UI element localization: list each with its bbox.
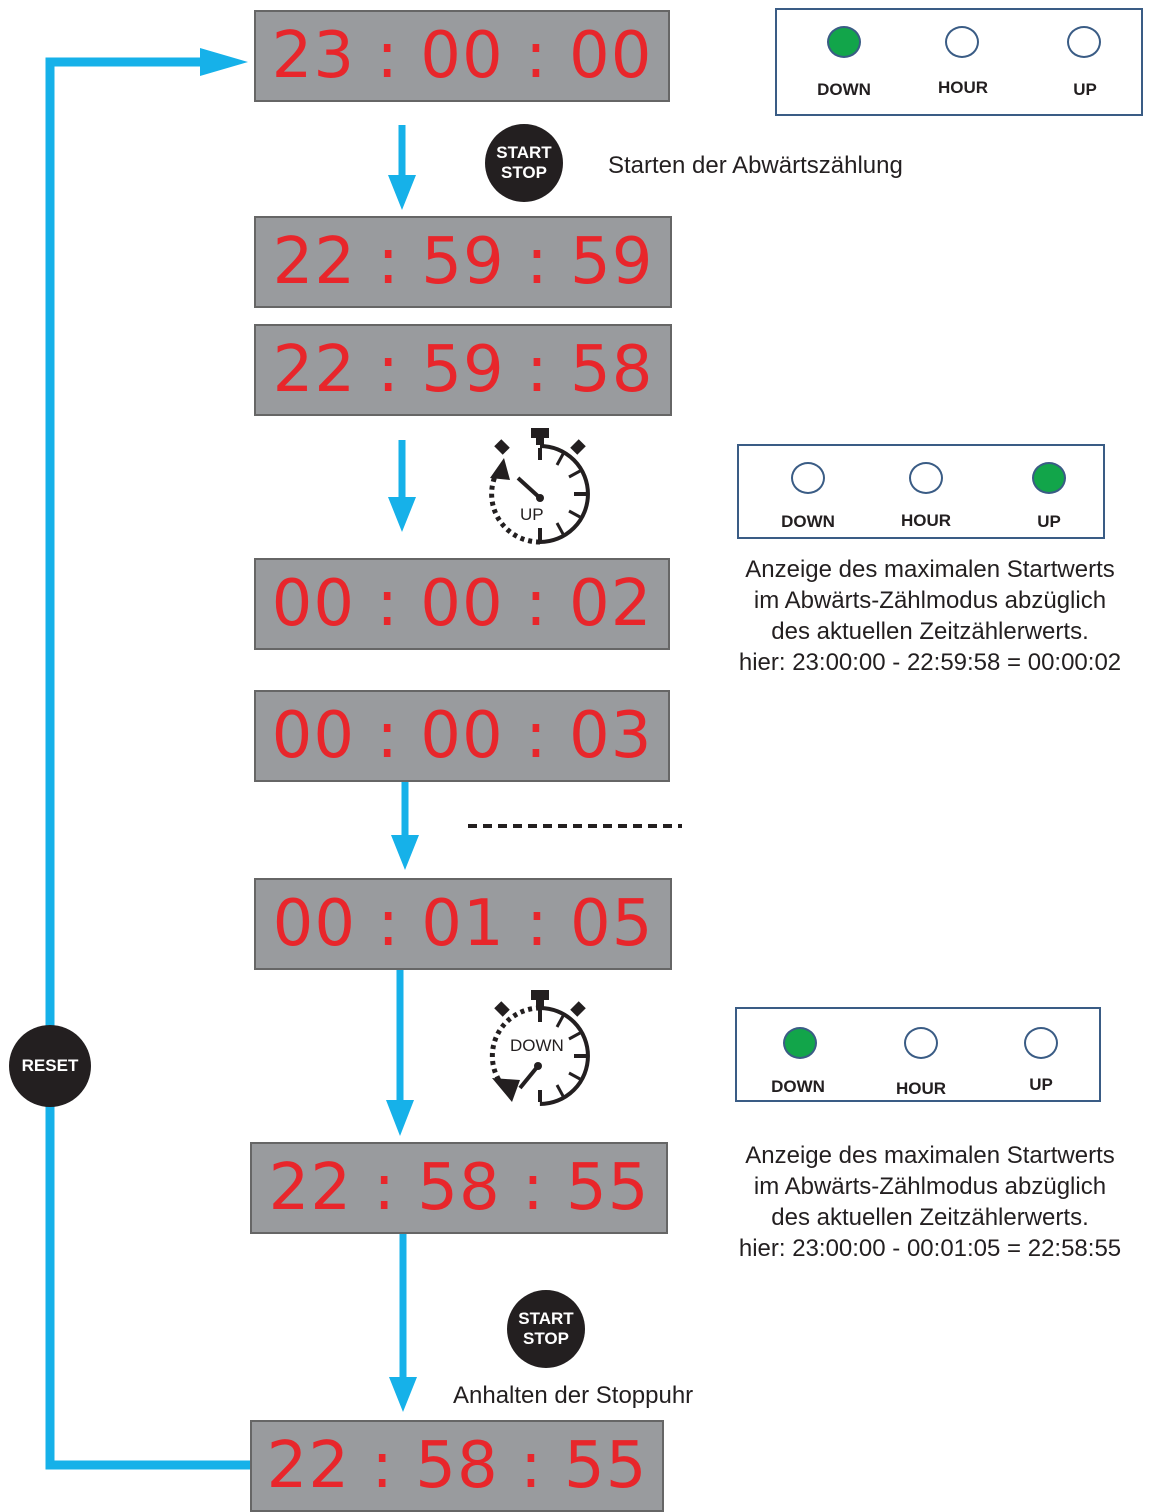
time-display: 22 : 59 : 58 bbox=[254, 324, 672, 416]
time-display: 00 : 00 : 03 bbox=[254, 690, 670, 782]
info-text-2-line: im Abwärts-Zählmodus abzüglich bbox=[753, 1173, 1107, 1200]
caption-stop: Anhalten der Stoppuhr bbox=[453, 1382, 694, 1409]
info-text-1-line: hier: 23:00:00 - 22:59:58 = 00:00:02 bbox=[738, 649, 1122, 676]
led-up-label: UP bbox=[1037, 512, 1061, 531]
led-up bbox=[1024, 1027, 1058, 1059]
led-hour bbox=[904, 1027, 938, 1059]
start-stop-button[interactable]: START STOP bbox=[507, 1290, 585, 1368]
led-up-label: UP bbox=[1073, 80, 1097, 99]
time-display: 00 : 00 : 02 bbox=[254, 558, 670, 650]
mode-indicator-panel: DOWN HOUR UP bbox=[735, 1007, 1101, 1102]
led-up bbox=[1032, 462, 1066, 494]
led-down-label: DOWN bbox=[771, 1077, 825, 1096]
start-stop-label-2: STOP bbox=[501, 163, 547, 182]
stopwatch-down-label: DOWN bbox=[510, 1036, 564, 1055]
led-hour-label: HOUR bbox=[900, 511, 952, 530]
info-text-1: Anzeige des maximalen Startwerts im Abwä… bbox=[690, 554, 1170, 678]
start-stop-label-1: START bbox=[496, 143, 552, 162]
info-text-2-line: Anzeige des maximalen Startwerts bbox=[745, 1142, 1115, 1169]
stopwatch-up-icon bbox=[489, 428, 590, 545]
led-down bbox=[783, 1027, 817, 1059]
led-down-label: DOWN bbox=[817, 80, 871, 99]
flow-arrow bbox=[389, 1218, 417, 1412]
led-down-label: DOWN bbox=[781, 512, 835, 531]
time-display: 22 : 58 : 55 bbox=[250, 1420, 664, 1512]
time-display: 00 : 01 : 05 bbox=[254, 878, 672, 970]
reset-loop-arrow bbox=[45, 48, 252, 1470]
flow-arrow bbox=[388, 125, 416, 210]
reset-button[interactable]: RESET bbox=[9, 1025, 91, 1107]
reset-label: RESET bbox=[21, 1056, 79, 1075]
flow-arrow bbox=[391, 770, 419, 870]
info-text-1-line: des aktuellen Zeitzählerwerts. bbox=[771, 618, 1089, 645]
flow-arrow bbox=[388, 440, 416, 532]
stopwatch-up-label: UP bbox=[520, 505, 544, 524]
info-text-2-line: des aktuellen Zeitzählerwerts. bbox=[771, 1204, 1089, 1231]
info-text-2: Anzeige des maximalen Startwerts im Abwä… bbox=[690, 1140, 1170, 1264]
led-hour bbox=[909, 462, 943, 494]
caption-start: Starten der Abwärtszählung bbox=[608, 152, 903, 179]
mode-indicator-panel: DOWN HOUR UP bbox=[775, 8, 1143, 116]
start-stop-label-1: START bbox=[518, 1309, 574, 1328]
led-hour-label: HOUR bbox=[937, 78, 989, 97]
led-up bbox=[1067, 26, 1101, 58]
led-hour bbox=[945, 26, 979, 58]
time-display: 22 : 58 : 55 bbox=[250, 1142, 668, 1234]
led-hour-label: HOUR bbox=[895, 1079, 947, 1098]
mode-indicator-panel: DOWN HOUR UP bbox=[737, 444, 1105, 539]
info-text-1-line: im Abwärts-Zählmodus abzüglich bbox=[753, 587, 1107, 614]
time-display: 22 : 59 : 59 bbox=[254, 216, 672, 308]
info-text-1-line: Anzeige des maximalen Startwerts bbox=[745, 556, 1115, 583]
led-down bbox=[827, 26, 861, 58]
flow-arrow bbox=[386, 957, 414, 1136]
stopwatch-down-icon bbox=[489, 990, 590, 1106]
start-stop-label-2: STOP bbox=[523, 1329, 569, 1348]
led-up-label: UP bbox=[1029, 1075, 1053, 1094]
time-display: 23 : 00 : 00 bbox=[254, 10, 670, 102]
led-down bbox=[791, 462, 825, 494]
info-text-2-line: hier: 23:00:00 - 00:01:05 = 22:58:55 bbox=[738, 1235, 1122, 1262]
start-stop-button[interactable]: START STOP bbox=[485, 124, 563, 202]
